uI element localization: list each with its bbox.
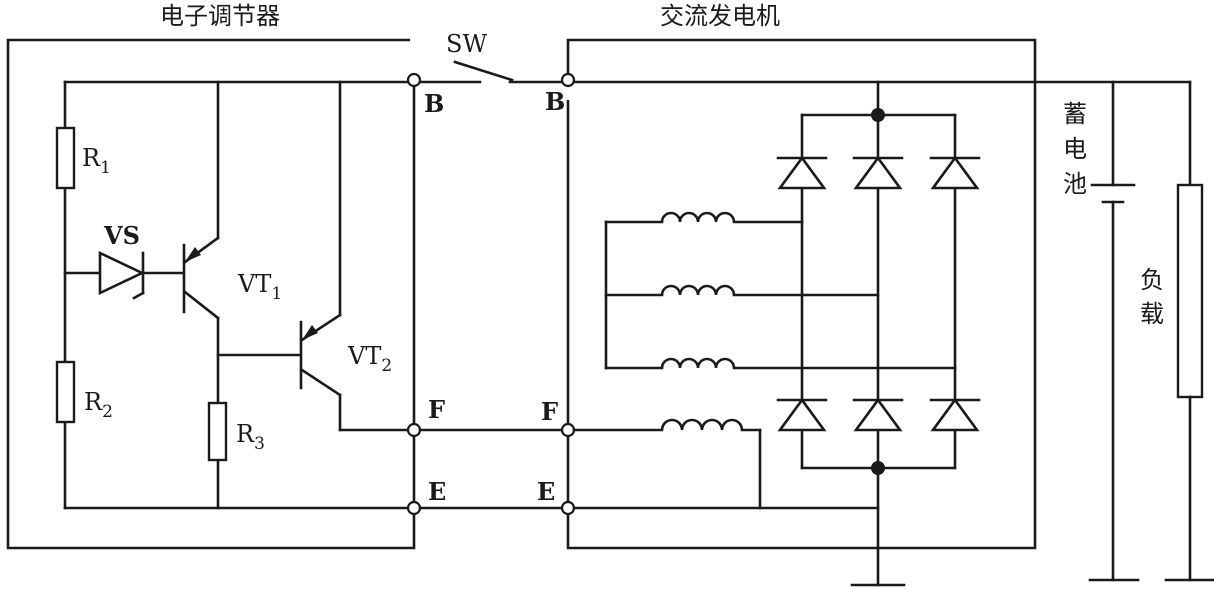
regulator-e-label: E [428, 477, 446, 506]
switch-label: SW [446, 30, 487, 58]
vt1-label: VT1 [237, 270, 282, 304]
stator-coil-3 [660, 357, 736, 369]
load [1164, 183, 1214, 582]
battery-label-2: 电 [1063, 135, 1087, 163]
regulator-title: 电子调节器 [160, 2, 280, 30]
regulator-b-label: B [424, 89, 444, 118]
rectifier-diode-lower-1 [776, 397, 828, 432]
resistor-r2 [55, 360, 76, 424]
battery-label-1: 蓄 [1063, 100, 1087, 128]
rectifier-negative-junction [871, 461, 885, 475]
vs-label: VS [103, 221, 140, 250]
r1-label: R1 [82, 144, 111, 178]
r2-label: R2 [84, 388, 113, 422]
rectifier-diode-upper-3 [929, 155, 981, 190]
regulator-terminals [406, 72, 422, 516]
alternator-e-label: E [537, 477, 555, 506]
electronic-regulator-box [6, 38, 416, 550]
transistor-vt2 [299, 313, 342, 397]
output-rail [572, 80, 1192, 187]
field-winding [572, 418, 880, 510]
rectifier-diode-upper-1 [776, 155, 828, 190]
field-coil [660, 418, 744, 431]
zener-diode-vs [98, 250, 146, 300]
regulator-f-label: F [428, 395, 445, 424]
load-label-1: 负 [1140, 266, 1164, 294]
ignition-switch-sw [418, 60, 564, 84]
alternator-box [566, 38, 1037, 550]
alternator-b-label: B [545, 87, 565, 116]
alternator-f-label: F [541, 397, 558, 426]
regulator-terminal-f [406, 422, 422, 438]
rectifier-positive-junction [871, 108, 885, 122]
rectifier-diode-lower-3 [929, 397, 981, 432]
resistor-r1 [55, 126, 76, 190]
stator-coil-2 [660, 284, 736, 296]
alternator-terminal-b [560, 72, 576, 88]
stator-windings [604, 211, 957, 370]
vt2-label: VT2 [347, 342, 392, 376]
regulator-terminal-e [406, 500, 422, 516]
battery-label-3: 池 [1063, 170, 1087, 198]
load-label-2: 载 [1140, 300, 1164, 328]
alternator-terminal-e [560, 500, 576, 516]
stator-coil-1 [660, 211, 736, 223]
rectifier-diode-upper-2 [852, 155, 904, 190]
transistor-vt1 [182, 236, 220, 320]
resistor-r3 [207, 401, 228, 462]
rectifier-diode-lower-2 [852, 397, 904, 432]
load-resistor [1176, 183, 1204, 399]
alternator-title: 交流发电机 [660, 2, 780, 30]
regulator-terminal-b [406, 72, 422, 88]
battery [1088, 183, 1140, 582]
alternator-terminal-f [560, 422, 576, 438]
r3-label: R3 [236, 420, 265, 454]
regulator-wiring [63, 80, 412, 510]
